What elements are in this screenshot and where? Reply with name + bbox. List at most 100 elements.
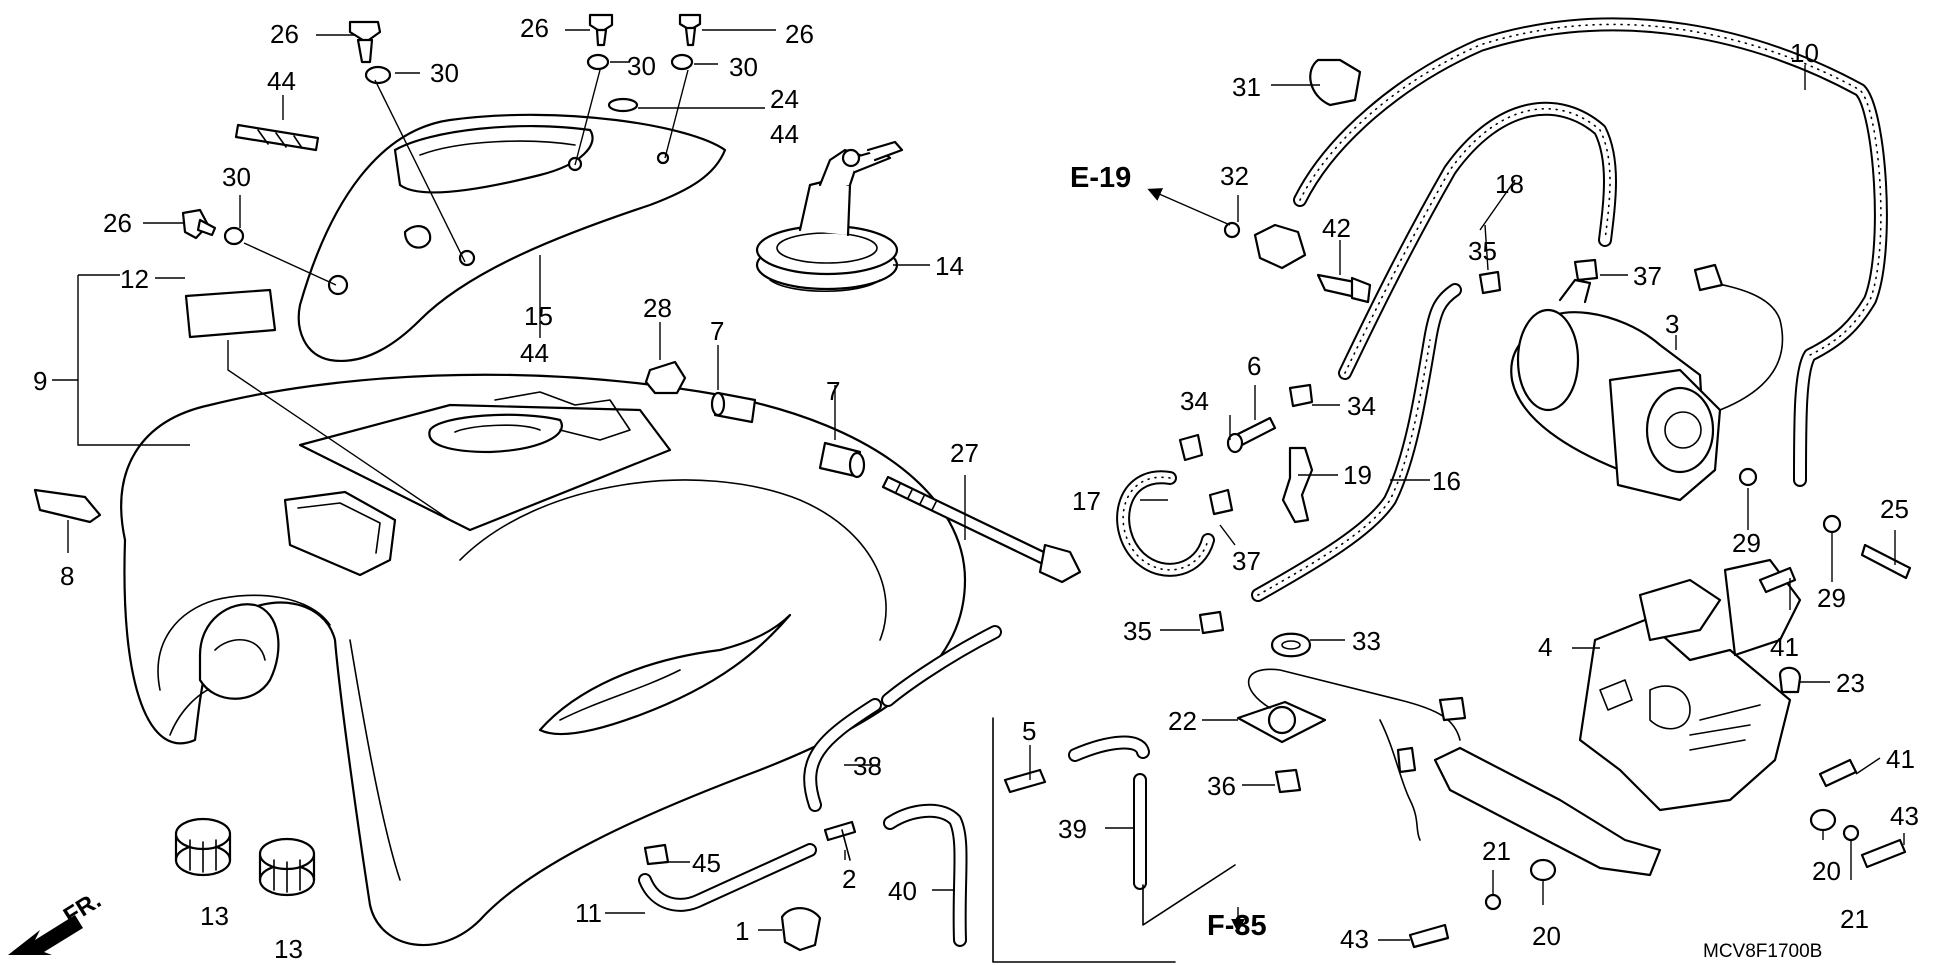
callout-42: 42	[1322, 213, 1351, 243]
clip-35-b	[1198, 610, 1225, 635]
bolt-43-a	[1860, 838, 1907, 869]
washer-33-hole	[1281, 640, 1301, 650]
fuel-hose-17	[1116, 470, 1215, 577]
clip-34-a	[1178, 433, 1204, 462]
callout-6: 6	[1247, 351, 1261, 381]
fuel-cap	[755, 140, 904, 292]
callout-34b: 34	[1347, 391, 1376, 421]
callout-15: 15	[524, 301, 553, 331]
callout-1: 1	[735, 916, 749, 946]
callout-20b: 20	[1532, 921, 1561, 951]
callout-20a: 20	[1812, 856, 1841, 886]
callout-18: 18	[1495, 169, 1524, 199]
sensor-plate-22	[1236, 668, 1467, 841]
grommet-8	[33, 488, 102, 524]
callout-37a: 37	[1633, 261, 1662, 291]
callout-43a: 43	[1890, 801, 1919, 831]
fuel-hose-18	[1338, 101, 1617, 380]
bolt-25	[1860, 543, 1912, 580]
breather-hose-38	[803, 625, 1002, 812]
collar-7b-end	[848, 451, 866, 479]
fuel-line-10	[1293, 17, 1888, 487]
callout-17: 17	[1072, 486, 1101, 516]
tank-bolt	[881, 475, 1082, 584]
bolt-42-head	[1350, 276, 1372, 304]
emblem-badge	[234, 123, 320, 152]
clip-37-a	[1208, 488, 1234, 516]
callout-41a: 41	[1770, 632, 1799, 662]
callout-29a: 29	[1732, 528, 1761, 558]
leader-lines	[52, 29, 1905, 941]
callout-26a: 26	[270, 19, 299, 49]
callout-labels: 1 2 3 4 5 6 7 7 8 9 10 11 12 13 13 14 15…	[33, 13, 1919, 964]
washer-33	[1270, 632, 1312, 658]
clip-19	[1281, 446, 1314, 524]
callout-13b: 13	[274, 934, 303, 964]
diagram-code: MCV8F1700B	[1703, 941, 1822, 962]
clip-37-b	[1573, 258, 1599, 282]
bolt-26-c	[678, 13, 702, 47]
callout-14: 14	[935, 251, 964, 281]
callout-24: 24	[770, 84, 799, 114]
washer-30-b	[586, 53, 610, 71]
grommet-20-b	[1529, 858, 1557, 882]
clip-35-a	[1478, 270, 1502, 295]
callout-44: 44	[267, 66, 296, 96]
fuel-tank	[120, 373, 967, 947]
callout-34a: 34	[1180, 386, 1209, 416]
callout-10: 10	[1790, 38, 1819, 68]
callout-43b: 43	[1340, 924, 1369, 954]
bolt-26-d	[181, 208, 217, 240]
callout-37b: 37	[1232, 546, 1261, 576]
clamp-1	[780, 907, 822, 952]
callout-41b: 41	[1886, 744, 1915, 774]
reference-e19: E-19	[1070, 162, 1131, 194]
callout-21a: 21	[1482, 836, 1511, 866]
washer-29-a	[1738, 467, 1758, 487]
callout-30d: 30	[222, 162, 251, 192]
washer-29-b	[1822, 514, 1842, 534]
seal-24	[607, 97, 639, 113]
tank-console-cover	[297, 113, 727, 362]
fuel-hose-16	[1251, 283, 1462, 602]
hose-40	[883, 803, 968, 947]
clip-34-b	[1288, 383, 1314, 408]
callout-30a: 30	[430, 58, 459, 88]
collar-21-a	[1842, 824, 1860, 842]
fuel-joint-6-end	[1226, 432, 1244, 454]
nut-36	[1274, 768, 1302, 794]
callout-30c: 30	[729, 52, 758, 82]
washer-32	[1223, 221, 1241, 239]
callout-2: 2	[842, 864, 856, 894]
fuel-pump	[1510, 263, 1784, 502]
gasket-pad	[184, 288, 277, 339]
callout-33: 33	[1352, 626, 1381, 656]
bolt-26-b	[588, 13, 614, 47]
grommet-23	[1778, 666, 1802, 694]
nut-28	[644, 360, 687, 395]
callout-15-44: 44	[520, 338, 549, 368]
washer-30-d	[223, 226, 245, 246]
collar-21-b	[1484, 893, 1502, 911]
pump-bracket	[1433, 558, 1802, 877]
hose-39	[1068, 735, 1150, 890]
callout-5: 5	[1022, 716, 1036, 746]
callout-13a: 13	[200, 901, 229, 931]
callout-26c: 26	[785, 19, 814, 49]
callout-11: 11	[575, 898, 602, 928]
front-direction-arrow: FR.	[8, 887, 106, 955]
callout-40: 40	[888, 876, 917, 906]
callout-7b: 7	[826, 376, 840, 406]
callout-21b: 21	[1840, 904, 1869, 934]
washer-30-c	[670, 53, 694, 71]
collar-7a-end	[710, 391, 726, 417]
bolt-41-b	[1818, 758, 1858, 788]
bracket-32	[1253, 223, 1307, 270]
callout-26b: 26	[520, 13, 549, 43]
callout-31: 31	[1232, 72, 1261, 102]
callout-7a: 7	[710, 316, 724, 346]
callout-32: 32	[1220, 161, 1249, 191]
callout-36: 36	[1207, 771, 1236, 801]
washer-30-a	[364, 65, 392, 85]
